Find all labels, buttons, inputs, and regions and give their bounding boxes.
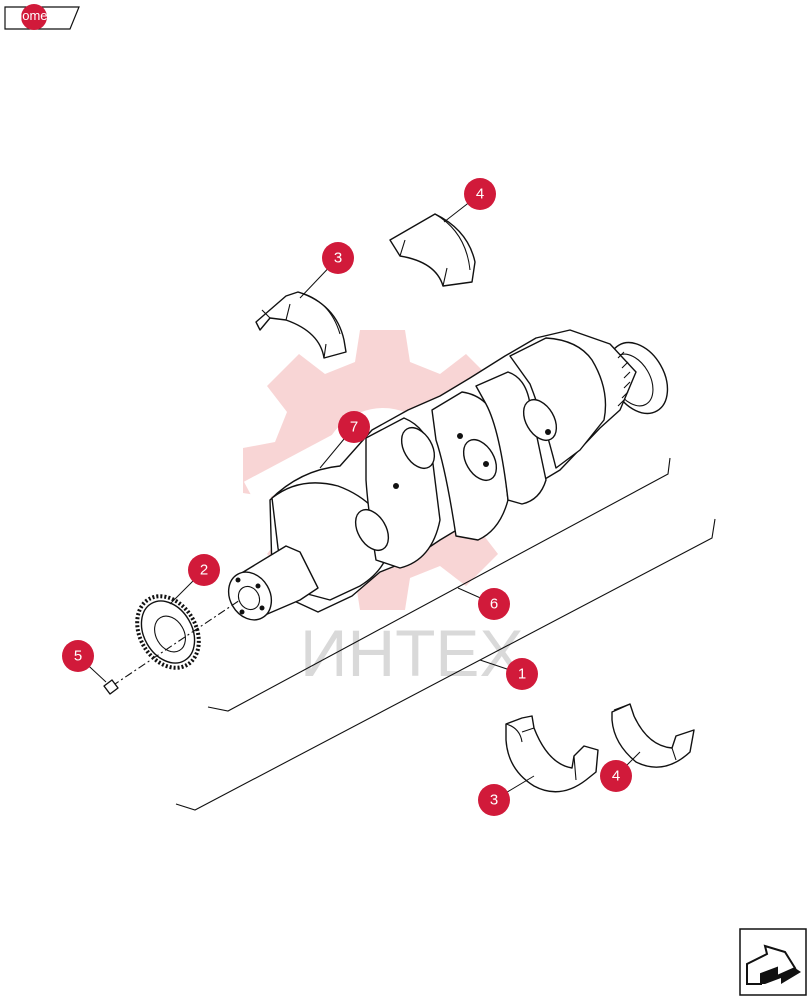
next-page-arrow-icon <box>739 928 807 996</box>
crankshaft-gear-2 <box>135 594 201 670</box>
callout-label[interactable]: 4 <box>476 186 484 203</box>
watermark-text: ИНТЕХ <box>300 616 523 690</box>
callout-2[interactable]: 2 <box>188 554 220 586</box>
callout-label[interactable]: 2 <box>200 562 208 579</box>
home-label[interactable]: home <box>15 8 48 23</box>
callout-3-bottom[interactable]: 3 <box>478 784 510 816</box>
callout-label[interactable]: 3 <box>490 792 498 809</box>
callout-7[interactable]: 7 <box>338 411 370 443</box>
crankshaft-7 <box>227 329 669 621</box>
assembly-bracket-inner <box>207 457 671 712</box>
assembly-bracket-outer <box>175 518 716 811</box>
callout-label[interactable]: 5 <box>74 648 82 665</box>
callout-label[interactable]: 4 <box>612 768 620 785</box>
callout-4-bottom[interactable]: 4 <box>600 760 632 792</box>
callout-label[interactable]: 7 <box>350 419 358 436</box>
bearing-shell-upper-4 <box>389 213 476 287</box>
callout-label[interactable]: 1 <box>518 666 526 683</box>
callout-1[interactable]: 1 <box>506 658 538 690</box>
bearing-shell-lower-4 <box>611 703 695 768</box>
callout-label[interactable]: 6 <box>490 596 498 613</box>
callout-5[interactable]: 5 <box>62 640 94 672</box>
assembly-centre-line <box>111 599 241 687</box>
callout-label[interactable]: 3 <box>334 250 342 267</box>
thrust-bearing-shell-upper-3 <box>255 291 347 359</box>
home-tab-frame <box>4 4 80 30</box>
callout-6[interactable]: 6 <box>478 588 510 620</box>
callout-4-top[interactable]: 4 <box>464 178 496 210</box>
dowel-pin-5 <box>103 679 119 695</box>
thrust-bearing-shell-lower-3 <box>505 715 599 793</box>
home-button[interactable]: home <box>4 4 82 30</box>
next-page-button[interactable] <box>739 928 807 996</box>
callout-3-top[interactable]: 3 <box>322 242 354 274</box>
